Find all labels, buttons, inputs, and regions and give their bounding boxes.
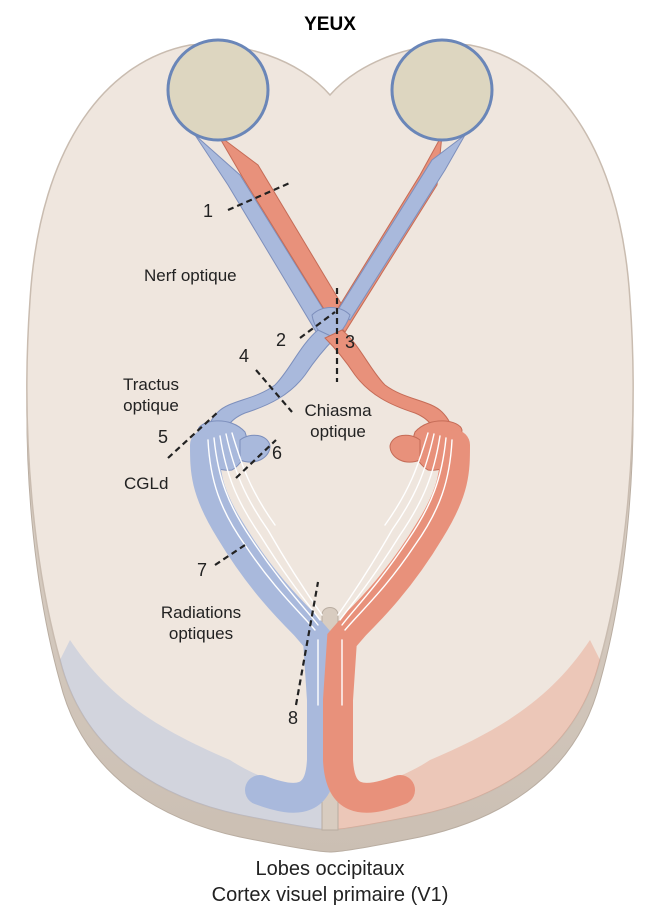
label-chiasma-optique: Chiasma optique — [292, 400, 384, 442]
label-radiations-optiques: Radiations optiques — [146, 602, 256, 644]
label-number-2: 2 — [276, 330, 286, 351]
label-cgld: CGLd — [124, 473, 168, 494]
label-nerf-optique: Nerf optique — [144, 265, 237, 286]
label-number-5: 5 — [158, 427, 168, 448]
left-eye — [168, 40, 268, 140]
diagram-title: YEUX — [0, 14, 660, 36]
label-number-6: 6 — [272, 443, 282, 464]
label-number-3: 3 — [345, 332, 355, 353]
right-eye — [392, 40, 492, 140]
label-number-7: 7 — [197, 560, 207, 581]
label-tractus-optique: Tractus optique — [110, 374, 192, 416]
label-number-1: 1 — [203, 201, 213, 222]
caption-line-2: Cortex visuel primaire (V1) — [0, 884, 660, 907]
caption-line-1: Lobes occipitaux — [0, 858, 660, 881]
label-number-8: 8 — [288, 708, 298, 729]
label-number-4: 4 — [239, 346, 249, 367]
